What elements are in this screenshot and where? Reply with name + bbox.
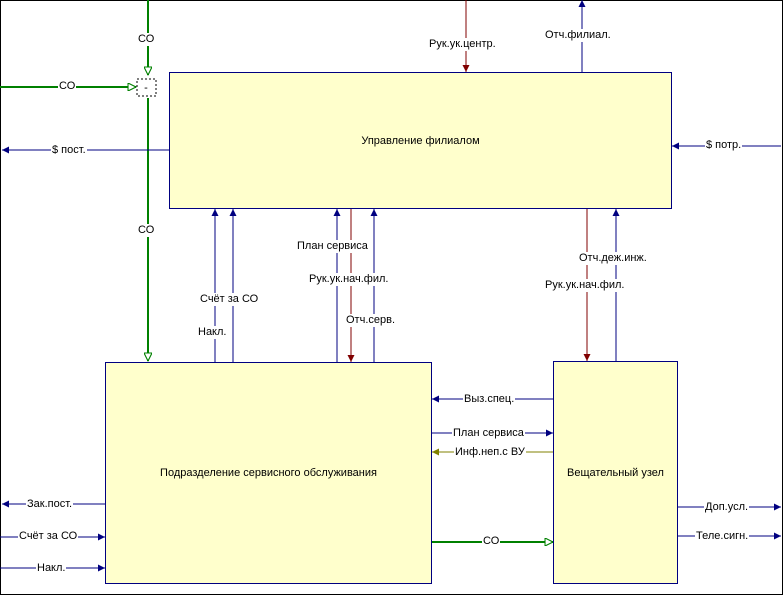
- schet-co-up-label: Счёт за СО: [199, 293, 260, 306]
- s-post-label: $ пост.: [51, 144, 87, 157]
- co-top-label: СО: [137, 33, 156, 46]
- zak-post-label: Зак.пост.: [26, 498, 74, 511]
- management-box[interactable]: Управление филиалом: [169, 72, 672, 209]
- tele-sign-label: Теле.сигн.: [695, 530, 750, 543]
- broadcast-box-label: Вещательный узел: [567, 466, 664, 479]
- inf-nep-label: Инф.неп.с ВУ: [454, 446, 526, 459]
- otch-dezh-inzh-label: Отч.деж.инж.: [578, 252, 648, 265]
- ruk-nach-fil-svc-label: Рук.ук.нач.фил.: [308, 273, 390, 286]
- nakl-up-label: Накл.: [197, 326, 228, 339]
- service-box[interactable]: Подразделение сервисного обслуживания: [105, 362, 432, 584]
- plan-servisa-right-label: План сервиса: [452, 427, 525, 440]
- co-junction-box: [136, 78, 157, 97]
- co-mid-label: СО: [137, 224, 156, 237]
- ruk-nach-fil-bc-label: Рук.ук.нач.фил.: [544, 279, 626, 292]
- otch-serv-label: Отч.серв.: [345, 314, 397, 327]
- co-junction-symbol: -: [144, 82, 148, 94]
- plan-servisa-up-label: План сервиса: [296, 240, 369, 253]
- s-potr-label: $ потр.: [705, 139, 743, 152]
- co-bottom-label: СО: [482, 535, 501, 548]
- service-box-label: Подразделение сервисного обслуживания: [160, 467, 377, 479]
- broadcast-box[interactable]: Вещательный узел: [553, 361, 678, 584]
- ruk-centr-label: Рук.ук.центр.: [428, 38, 497, 51]
- management-box-label: Управление филиалом: [361, 134, 480, 147]
- vyz-spec-label: Выз.спец.: [463, 393, 516, 406]
- dop-usl-label: Доп.усл.: [704, 501, 750, 514]
- co-left-label: СО: [58, 80, 77, 93]
- schet-co-in-label: Счёт за СО: [18, 530, 79, 543]
- otch-filial-label: Отч.филиал.: [544, 29, 612, 42]
- nakl-in-label: Накл.: [36, 562, 67, 575]
